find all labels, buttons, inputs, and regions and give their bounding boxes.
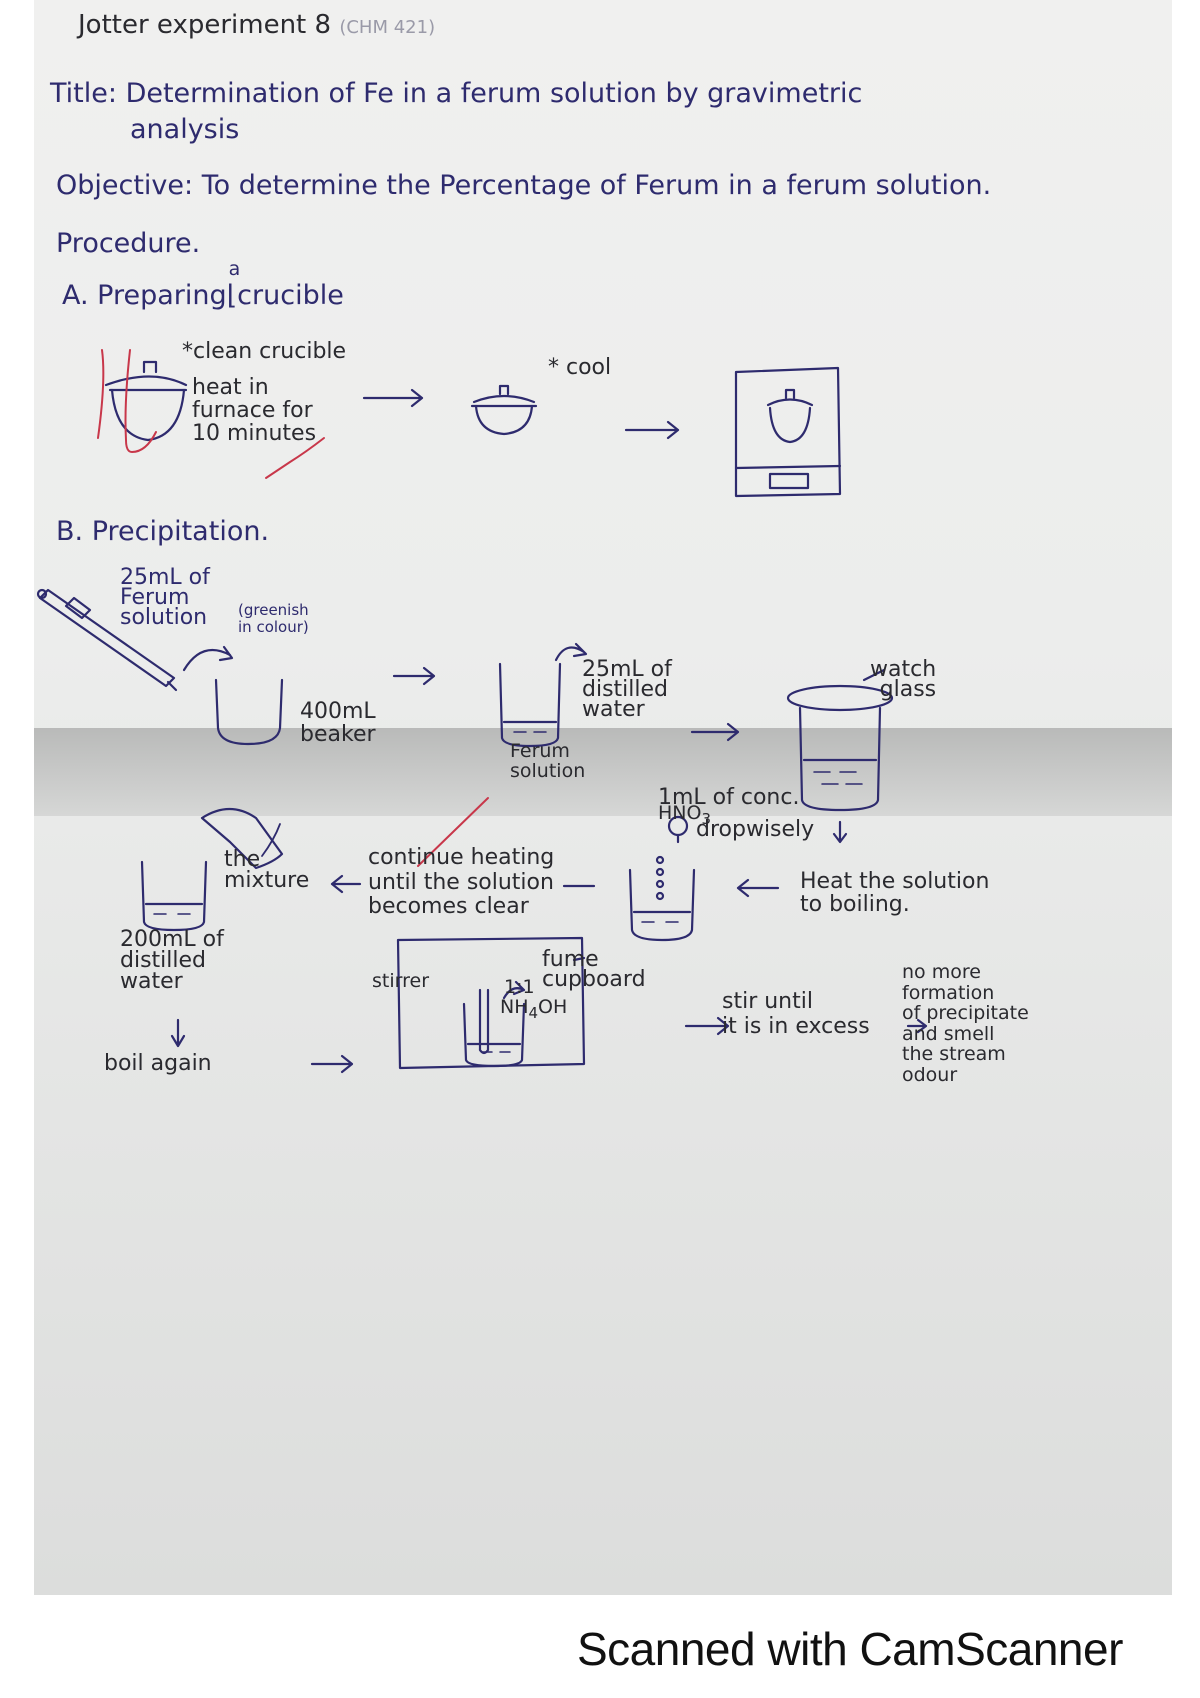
- nh4oh-label: NH4OH: [500, 996, 568, 1022]
- red-check-mark: [265, 437, 325, 479]
- title-text: Determination of Fe in a ferum solution …: [125, 78, 863, 109]
- beaker-400ml-icon: [214, 678, 284, 746]
- section-b-heading: B. Precipitation.: [56, 516, 270, 547]
- course-code: (CHM 421): [339, 17, 436, 38]
- dropper-icon: [667, 815, 689, 844]
- arrow-icon: [684, 1016, 730, 1036]
- red-check-mark: [124, 349, 157, 453]
- section-a-insert-wrap: a⌊: [226, 258, 241, 311]
- experiment-title: Jotter experiment 8 (CHM 421): [78, 10, 436, 40]
- experiment-name: Jotter experiment 8: [78, 10, 332, 40]
- arrow-icon: [362, 388, 424, 408]
- dropwisely-label: dropwisely: [696, 817, 815, 842]
- heat-boiling-label: Heat the solution to boiling.: [800, 869, 990, 918]
- red-check-mark: [417, 797, 489, 867]
- ratio-label: 1:1: [504, 976, 535, 998]
- the-mixture-label: the mixture: [224, 847, 310, 893]
- pipette-icon: [36, 588, 178, 692]
- drops-icon: [655, 855, 665, 901]
- section-a-suffix: crucible: [237, 280, 344, 311]
- hno3-label: HNO3: [658, 802, 712, 828]
- hand-drawn-diagram: [36, 349, 928, 1074]
- beaker-with-watch-glass-icon: [786, 684, 894, 812]
- fume-cupboard-label: fume cupboard: [542, 947, 646, 992]
- beaker-heated-solution-icon: [628, 868, 696, 942]
- distilled-water-25ml-label: 25mL of distilled water: [582, 657, 672, 723]
- beaker-400ml-label: 400mL beaker: [300, 699, 376, 748]
- arrow-icon: [624, 420, 680, 440]
- section-a-prefix: A. Preparing: [62, 280, 227, 311]
- title-line: Title: Determination of Fe in a ferum so…: [50, 78, 863, 109]
- down-arrow-icon: [170, 1018, 186, 1048]
- ferum-solution-label: Ferum solution: [510, 740, 586, 782]
- tilted-beaker-icon: [200, 807, 284, 870]
- crucible-with-lid-icon: [104, 360, 188, 442]
- section-a-insert: a: [228, 258, 241, 280]
- red-mark: [97, 349, 105, 439]
- left-arrow-icon: [330, 874, 362, 894]
- arrow-icon: [690, 722, 740, 742]
- boil-again-label: boil again: [104, 1051, 212, 1076]
- scanned-page: Jotter experiment 8 (CHM 421) Title: Det…: [34, 0, 1172, 1595]
- paper-fold-shadow: [34, 728, 1172, 816]
- stirrer-label: stirrer: [372, 970, 429, 992]
- objective-label: Objective:: [56, 170, 194, 201]
- left-arrow-icon: [736, 878, 780, 898]
- hno3-formula: HNO: [658, 802, 702, 824]
- distilled-water-200ml-label: 200mL of distilled water: [120, 927, 224, 994]
- hno3-amount-label: 1mL of conc.: [658, 785, 800, 810]
- title-continuation: analysis: [130, 114, 240, 145]
- objective-line: Objective: To determine the Percentage o…: [56, 170, 992, 201]
- curved-arrow-icon: [554, 642, 588, 662]
- arrow-icon: [310, 1054, 354, 1074]
- objective-text: To determine the Percentage of Ferum in …: [201, 170, 992, 201]
- beaker-with-ferum-solution-icon: [498, 662, 562, 748]
- nh4oh-subscript: 4: [528, 1003, 539, 1022]
- watch-glass-pointer: [862, 668, 886, 682]
- cool-label: * cool: [548, 355, 612, 380]
- arrow-icon: [906, 1018, 928, 1034]
- clean-crucible-label: *clean crucible: [182, 339, 347, 364]
- continue-heating-label: continue heating until the solution beco…: [368, 845, 555, 920]
- hno3-subscript: 3: [701, 809, 712, 828]
- no-more-precipitate-label: no more formation of precipitate and sme…: [902, 961, 1029, 1086]
- stir-until-label: stir until it is in excess: [722, 989, 870, 1039]
- balance-with-crucible-icon: [734, 366, 842, 498]
- procedure-label: Procedure.: [56, 228, 201, 259]
- down-arrow-icon: [832, 820, 848, 844]
- beaker-200ml-water-icon: [140, 860, 208, 932]
- camscanner-watermark: Scanned with CamScanner: [577, 1623, 1123, 1675]
- title-label: Title:: [50, 78, 117, 109]
- fume-cupboard-icon: [396, 936, 586, 1070]
- watch-glass-label: watch glass: [870, 657, 937, 703]
- curved-arrow-icon: [182, 645, 234, 672]
- heat-furnace-label: heat in furnace for 10 minutes: [192, 375, 317, 447]
- cooled-crucible-icon: [470, 384, 538, 436]
- arrow-icon: [392, 666, 436, 686]
- nh4oh-suffix: OH: [538, 996, 568, 1018]
- greenish-colour-label: (greenish in colour): [238, 601, 309, 636]
- ferum-25ml-label: 25mL of Ferum solution: [120, 565, 210, 631]
- nh4oh-formula: NH: [500, 996, 529, 1018]
